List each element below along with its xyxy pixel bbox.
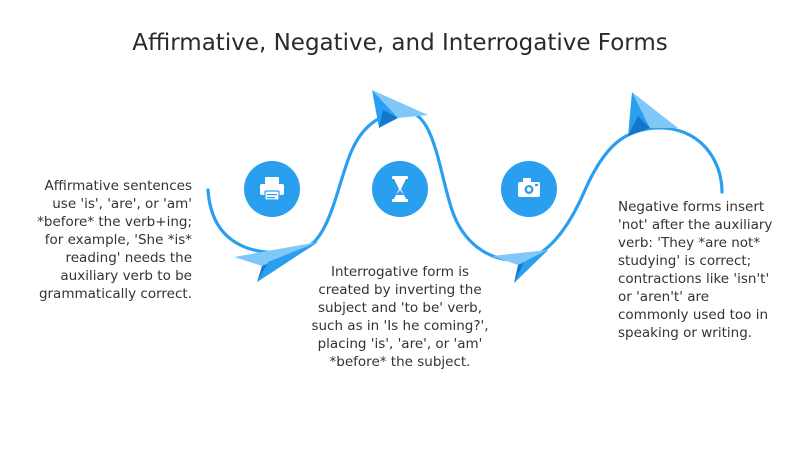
affirmative-description: Affirmative sentences use 'is', 'are', o… — [37, 178, 192, 302]
paper-plane-2 — [372, 90, 428, 128]
paper-plane-1 — [234, 242, 318, 282]
step-circle-3 — [501, 161, 557, 217]
negative-description: Negative forms insert 'not' after the au… — [618, 199, 773, 341]
camera-icon — [518, 178, 540, 197]
step-circle-2 — [372, 161, 428, 217]
printer-icon — [260, 177, 284, 201]
paper-plane-3 — [492, 250, 548, 283]
interrogative-description: Interrogative form is created by inverti… — [311, 264, 489, 370]
hourglass-icon — [392, 176, 408, 202]
step-circle-1 — [244, 161, 300, 217]
page-title: Affirmative, Negative, and Interrogative… — [132, 30, 668, 56]
paper-plane-4 — [628, 92, 678, 136]
